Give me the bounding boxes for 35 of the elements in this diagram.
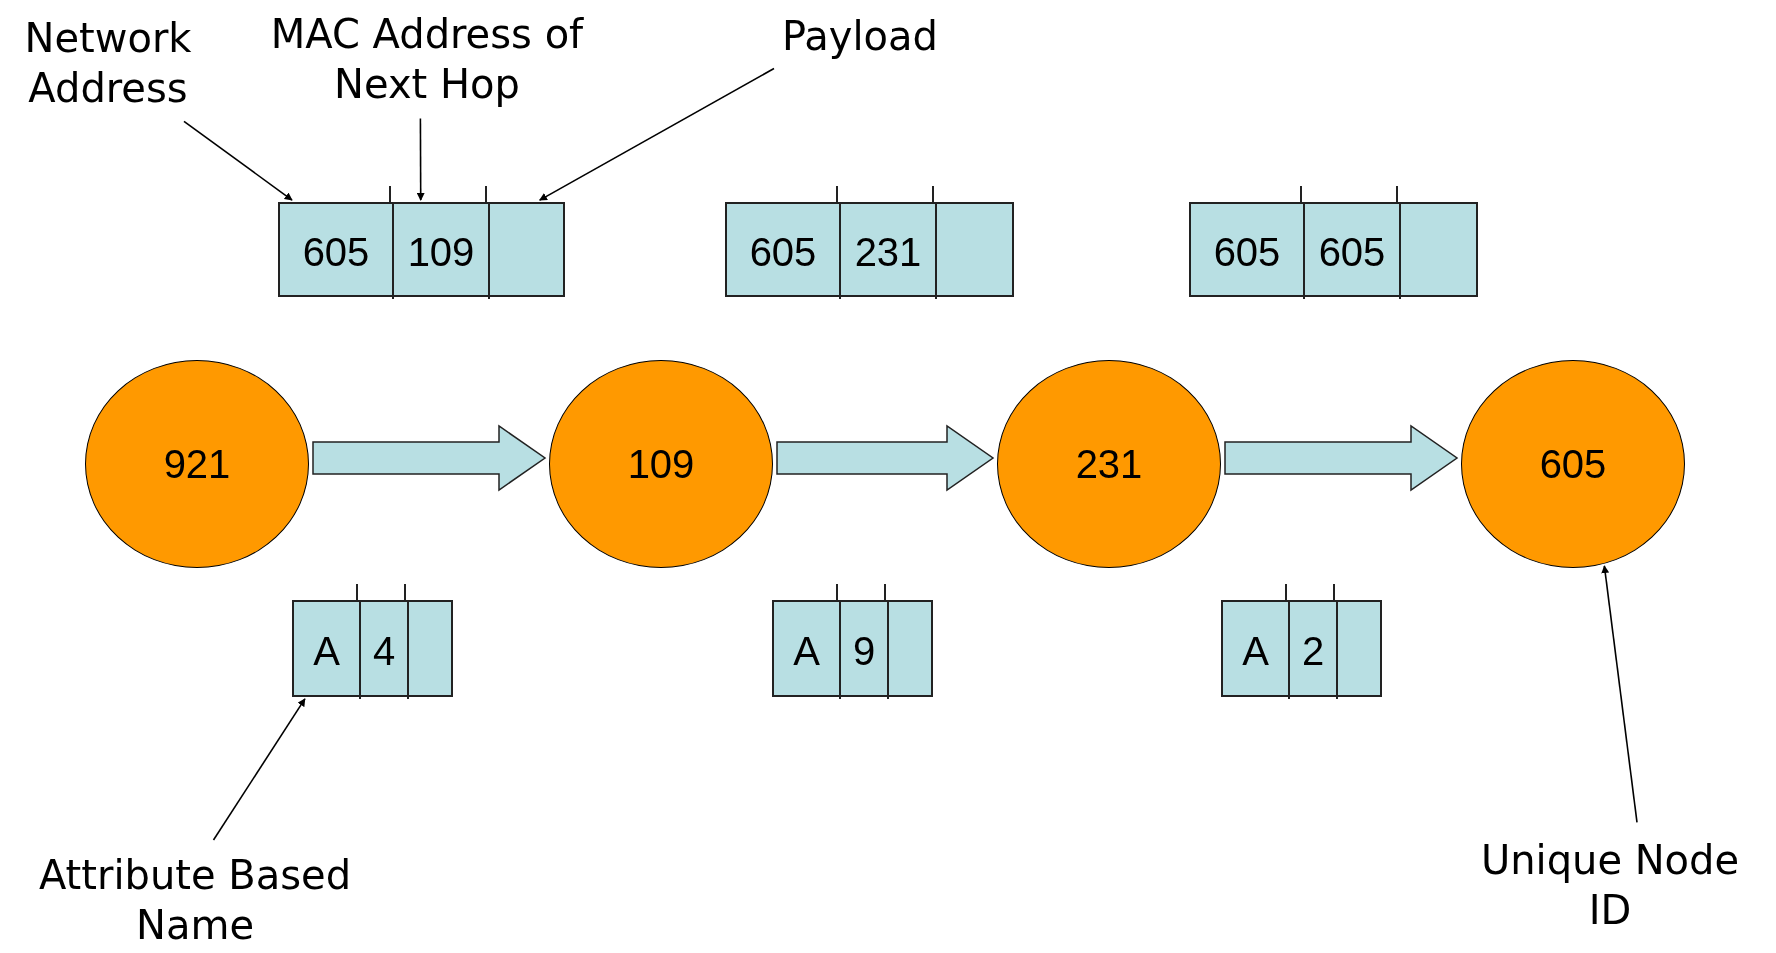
leader-line xyxy=(1601,565,1638,824)
packet-field: 231 xyxy=(839,204,935,299)
packet-field: A xyxy=(1223,602,1288,699)
callout-label: MAC Address of Next Hop xyxy=(262,4,592,114)
packet-field: A xyxy=(294,602,359,699)
leader-line xyxy=(183,120,293,201)
packet-field: 605 xyxy=(1303,204,1399,299)
packet-field: 9 xyxy=(839,602,887,699)
packet-box xyxy=(292,600,453,697)
packet-field: 605 xyxy=(1191,204,1303,299)
callout-label: Payload xyxy=(760,8,960,63)
packet-box xyxy=(725,202,1014,297)
packet-field: A xyxy=(774,602,839,699)
leader-line xyxy=(416,117,425,201)
node-circle: 109 xyxy=(549,360,773,568)
packet-box xyxy=(1221,600,1382,697)
block-arrow xyxy=(1224,424,1459,492)
packet-field: 109 xyxy=(392,204,488,299)
packet-box xyxy=(278,202,565,297)
leader-line xyxy=(212,698,306,841)
packet-field: 2 xyxy=(1288,602,1336,699)
packet-field: 4 xyxy=(359,602,407,699)
callout-label: Unique Node ID xyxy=(1475,830,1745,940)
packet-box xyxy=(772,600,933,697)
callout-label: Network Address xyxy=(8,8,208,118)
block-arrow xyxy=(776,424,995,492)
node-circle: 921 xyxy=(85,360,309,568)
packet-box xyxy=(1189,202,1478,297)
node-circle: 605 xyxy=(1461,360,1685,568)
callout-label: Attribute Based Name xyxy=(10,850,380,950)
leader-line xyxy=(538,67,775,201)
packet-field: 605 xyxy=(280,204,392,299)
block-arrow xyxy=(312,424,547,492)
packet-field: 605 xyxy=(727,204,839,299)
node-circle: 231 xyxy=(997,360,1221,568)
